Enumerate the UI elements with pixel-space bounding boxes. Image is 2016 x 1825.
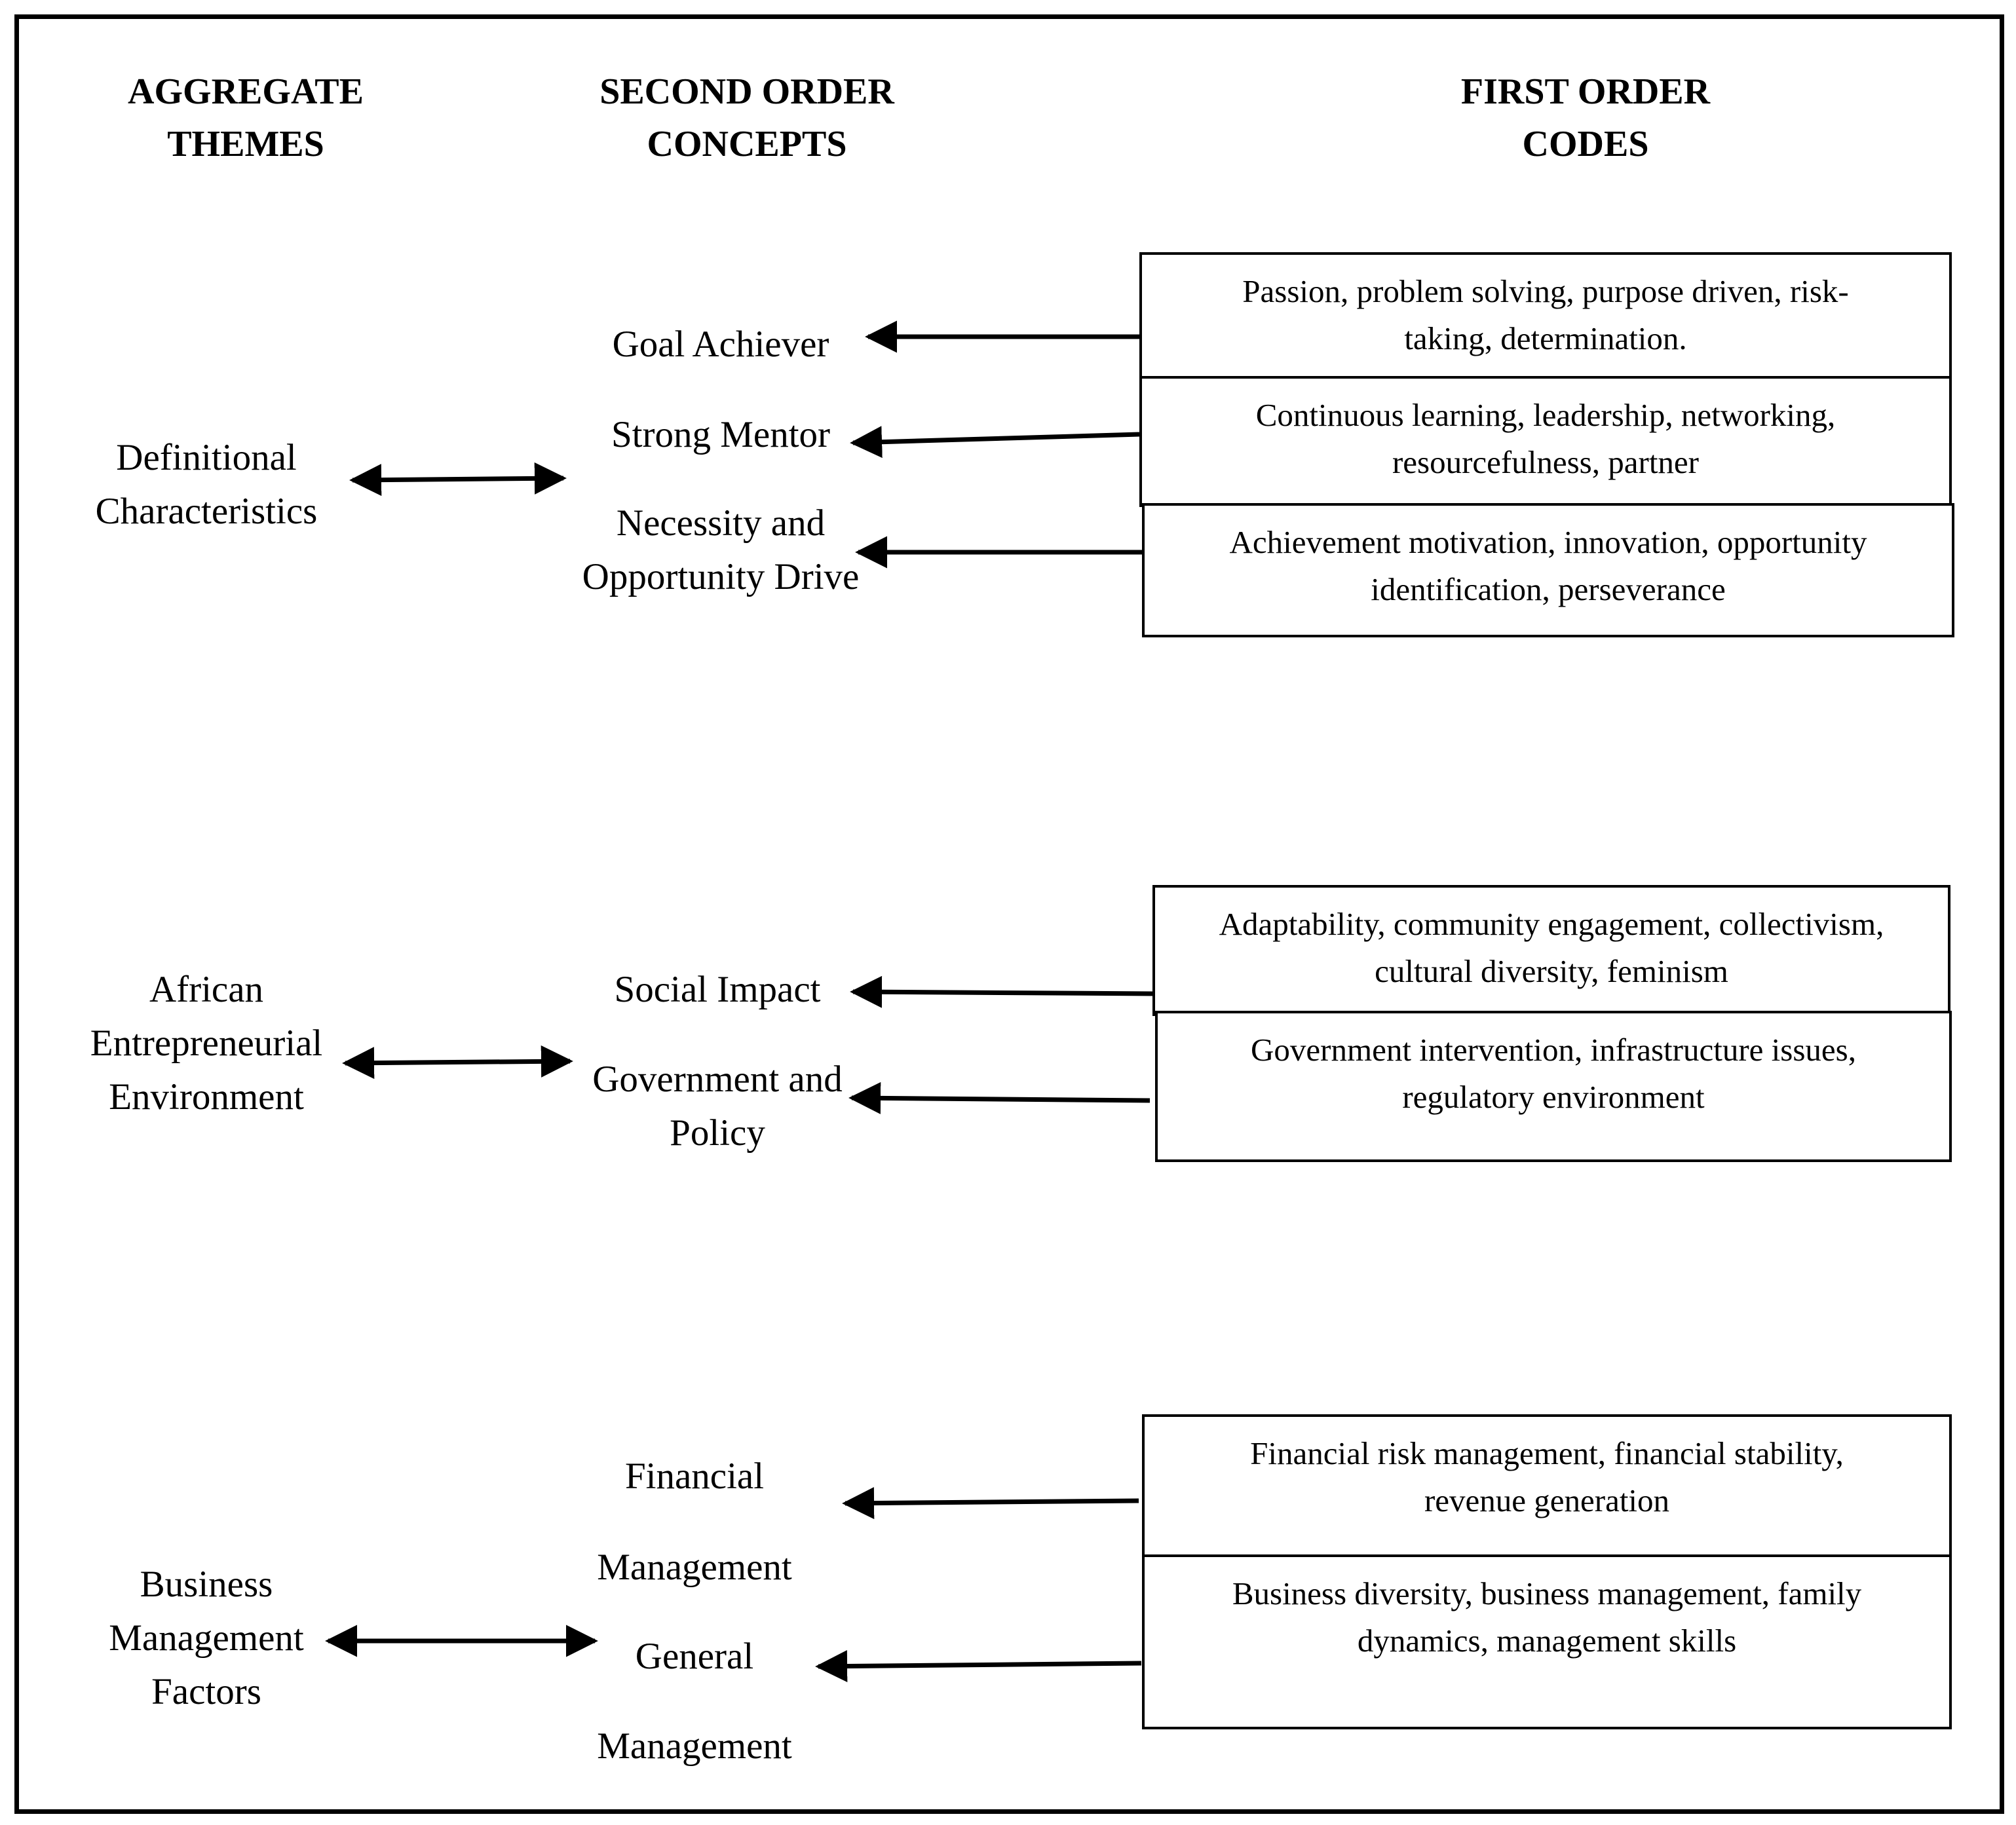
code-box-7: Business diversity, business management,… (1142, 1554, 1952, 1729)
arrow-code-2 (850, 426, 1140, 459)
code-box-3: Achievement motivation, innovation, oppo… (1142, 503, 1954, 637)
arrow-theme-1 (349, 462, 567, 497)
arrow-code-6 (842, 1487, 1139, 1520)
concept-financial-management: Management (597, 1547, 792, 1588)
concept-financial: Financial (624, 1456, 765, 1497)
theme-business-management-factors: Business Management Factors (109, 1564, 304, 1712)
header-first-order-codes: FIRST ORDER CODES (1460, 71, 1711, 164)
concept-necessity-opportunity-drive: Necessity and Opportunity Drive (582, 502, 860, 597)
theme-definitional-characteristics: Definitional Characteristics (95, 437, 318, 532)
code-box-4: Adaptability, community engagement, coll… (1152, 885, 1950, 1016)
concept-strong-mentor: Strong Mentor (611, 414, 831, 455)
code-box-5: Government intervention, infrastructure … (1155, 1011, 1952, 1162)
arrow-code-4 (850, 975, 1156, 1008)
theme-african-entrepreneurial-environment: African Entrepreneurial Environment (90, 969, 323, 1118)
concept-general-management: Management (597, 1725, 792, 1767)
arrow-code-5 (848, 1082, 1151, 1114)
code-box-1: Passion, problem solving, purpose driven… (1139, 252, 1952, 380)
code-box-2: Continuous learning, leadership, network… (1139, 376, 1952, 507)
concept-general: General (635, 1636, 754, 1677)
code-box-6: Financial risk management, financial sta… (1142, 1414, 1952, 1557)
header-second-order-concepts: SECOND ORDER CONCEPTS (599, 71, 894, 164)
concept-goal-achiever: Goal Achiever (612, 324, 829, 365)
arrow-code-7 (815, 1650, 1142, 1683)
header-aggregate-themes: AGGREGATE THEMES (128, 71, 364, 164)
concept-government-and-policy: Government and Policy (592, 1059, 843, 1154)
arrow-theme-2 (342, 1045, 573, 1080)
concept-social-impact: Social Impact (614, 969, 821, 1010)
